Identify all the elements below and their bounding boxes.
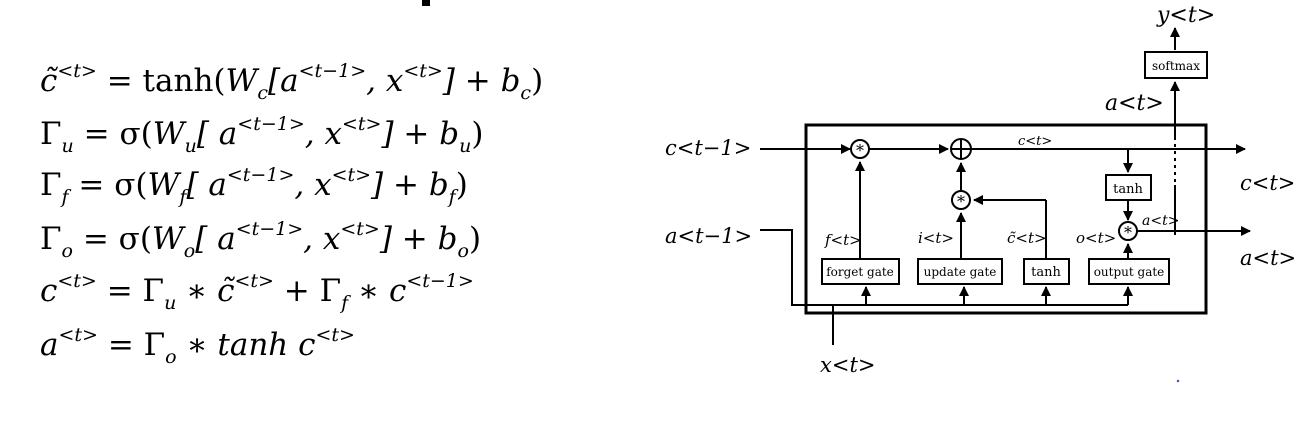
c-prev-label: c<t−1>: [665, 136, 751, 160]
a-prev-line: [760, 229, 1128, 306]
equation-c-t: c<t> = Γu ∗ c̃<t> + Γf ∗ c<t−1>: [40, 270, 474, 314]
output-gate-box: [1088, 258, 1170, 285]
equation-gamma-f: Γf = σ(Wf[ a<t−1>, x<t>] + bf): [40, 164, 468, 208]
o-label: o<t>: [1076, 229, 1116, 247]
stray-dot: [1176, 379, 1180, 383]
x-in-label: x<t>: [820, 353, 875, 377]
softmax-box: [1144, 51, 1208, 79]
a-inner-label: a<t>: [1142, 213, 1179, 229]
y-output-label: y<t>: [1156, 3, 1215, 28]
tanh-gate-label: tanh: [1031, 265, 1061, 280]
a-prev-label: a<t−1>: [665, 224, 752, 248]
forget-gate-label: forget gate: [826, 265, 894, 279]
forget-gate-box: [821, 258, 900, 285]
title-fragment-glyph: [422, 0, 430, 6]
a-out-label: a<t>: [1240, 246, 1296, 270]
c-out-label: c<t>: [1240, 171, 1295, 195]
f-label: f<t>: [824, 231, 862, 249]
softmax-label: softmax: [1152, 59, 1200, 73]
output-multiply-symbol: *: [1124, 223, 1132, 242]
cell-border: [804, 123, 1208, 315]
equation-gamma-u: Γu = σ(Wu[ a<t−1>, x<t>] + bu): [40, 113, 484, 157]
ctilde-label: c̃<t>: [1007, 229, 1047, 247]
forget-multiply-symbol: *: [856, 141, 864, 160]
update-gate-box: [917, 258, 1003, 285]
equation-c-tilde: c̃<t> = tanh(Wc[a<t−1>, x<t>] + bc): [40, 60, 544, 104]
tanh-gate-box: [1023, 258, 1070, 285]
c-inner-label: c<t>: [1018, 134, 1052, 149]
i-label: i<t>: [918, 229, 954, 247]
equation-a-t: a<t> = Γo ∗ tanh c<t>: [40, 324, 355, 368]
output-gate-label: output gate: [1094, 265, 1165, 279]
tanh-cell-label: tanh: [1113, 182, 1143, 197]
update-gate-label: update gate: [924, 265, 997, 279]
update-multiply-symbol: *: [957, 192, 965, 211]
a-up-label: a<t>: [1105, 91, 1164, 116]
equation-gamma-o: Γo = σ(Wo[ a<t−1>, x<t>] + bo): [40, 218, 482, 262]
lstm-cell-diagram: y<t> softmax a<t> c<t−1> * c<t> c<t> tan…: [665, 3, 1296, 383]
